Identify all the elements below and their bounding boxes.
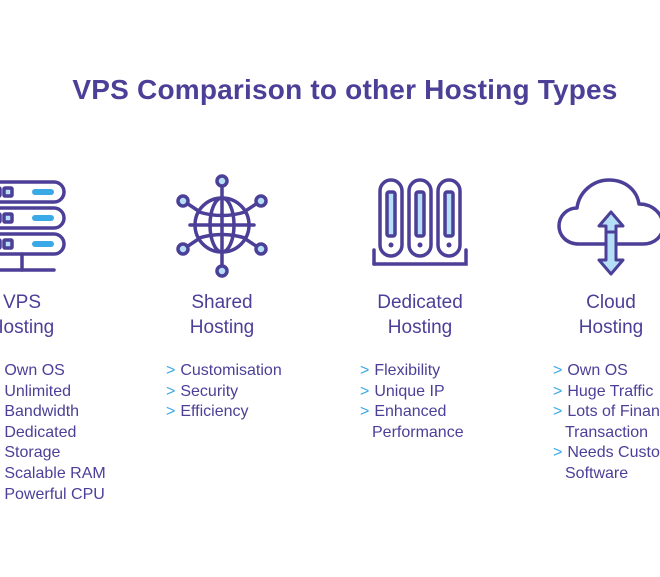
list-item: >Huge Traffic [553,382,654,400]
cloud-transfer-icon [557,178,660,276]
list-item: >Bandwidth [4,403,80,421]
dedicated-servers-icon [372,178,468,266]
server-rack-icon [0,180,66,272]
feature-list: >Customisation >Security >Efficiency [166,361,282,423]
list-item: >Dedicated [4,423,77,441]
list-item: >Own OS [553,362,628,379]
list-item: >Unique IP [360,382,445,400]
list-item: >Unlimited [4,382,72,400]
list-item: >Needs CustomSoftware [553,444,660,482]
list-item: >Scalable RAM [4,464,106,482]
column-title: Shared Hosting [189,292,255,338]
globe-network-icon [176,174,268,278]
column-title: VPS Hosting [0,292,55,338]
list-item: >Security [166,382,239,400]
list-item: >Flexibility [360,362,441,379]
list-item: >Efficiency [166,403,249,421]
column-title: Cloud Hosting [578,292,644,338]
page-title: VPS Comparison to other Hosting Types [72,74,618,105]
list-item: >Powerful CPU [4,485,105,503]
list-item: >Lots of FinancialTransaction [553,403,660,441]
list-item: >Own OS [4,362,65,379]
feature-list: >Own OS >Huge Traffic >Lots of Financial… [553,361,660,485]
feature-list: >Own OS >Unlimited >Bandwidth >Dedicated… [0,361,106,505]
list-item: >Customisation [166,362,282,379]
list-item: >Storage [4,444,61,462]
column-title: Dedicated Hosting [377,292,463,338]
